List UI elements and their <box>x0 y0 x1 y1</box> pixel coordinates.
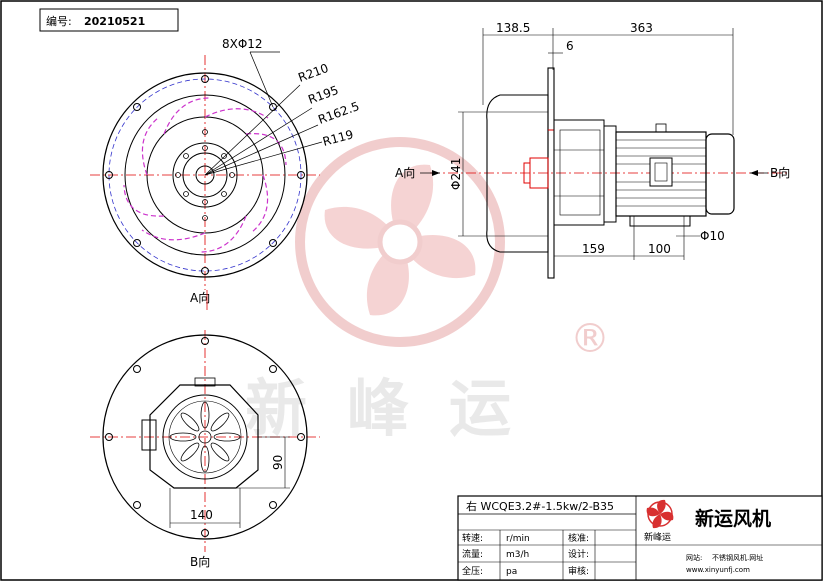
dim-363: 363 <box>630 21 653 35</box>
brand-name: 新运风机 <box>695 507 771 530</box>
side-view-right-label: B向 <box>770 165 790 180</box>
site-label: 网站: <box>686 553 702 562</box>
watermark-text: 新峰运 <box>245 372 551 445</box>
watermark-mark: ® <box>570 316 610 362</box>
row-pressure-label: 全压: <box>462 565 483 577</box>
drawing-code-box: 编号: 20210521 <box>39 8 179 32</box>
dim-dia-241: Φ241 <box>449 158 463 190</box>
model-number: 右 WCQE3.2#-1.5kw/2-B35 <box>466 499 614 513</box>
row-flow-label: 流量: <box>462 548 483 560</box>
radius-r119: R119 <box>321 127 355 149</box>
row-flow-unit: m3/h <box>506 550 529 560</box>
row-pressure-unit: pa <box>506 567 517 577</box>
impeller-blades <box>123 97 287 253</box>
code-label: 编号: <box>46 14 72 28</box>
bolt-hole-callout: 8XΦ12 <box>222 37 263 51</box>
row-design-label: 设计: <box>568 548 589 560</box>
side-view: 138.5 363 6 Φ241 <box>395 21 790 279</box>
logo-text: 新峰运 <box>644 531 671 543</box>
radius-r210: R210 <box>296 61 330 85</box>
rear-view: 90 140 B向 <box>90 330 320 569</box>
dim-90: 90 <box>271 455 285 470</box>
row-approve-label: 核准: <box>568 532 589 544</box>
row-speed-label: 转速: <box>462 532 483 544</box>
dim-138-5: 138.5 <box>496 21 530 35</box>
dim-100: 100 <box>648 242 671 256</box>
dim-159: 159 <box>582 242 605 256</box>
row-speed-unit: r/min <box>506 534 530 544</box>
dim-140: 140 <box>190 508 213 522</box>
dim-6: 6 <box>566 39 574 53</box>
radius-r195: R195 <box>306 83 340 107</box>
row-review-label: 审核: <box>568 565 589 577</box>
brand-logo-icon <box>646 499 674 529</box>
rear-view-label: B向 <box>190 554 210 569</box>
bolt-holes <box>105 75 305 275</box>
radius-r162: R162.5 <box>316 99 361 127</box>
site-name: 不锈钢风机.网址 <box>712 553 763 562</box>
side-view-left-label: A向 <box>395 165 415 180</box>
watermark: ® 新峰运 <box>245 137 610 445</box>
title-block: 右 WCQE3.2#-1.5kw/2-B35 转速: r/min 核准: 流量:… <box>457 495 823 581</box>
front-view-label: A向 <box>190 290 210 305</box>
dim-foot-hole: Φ10 <box>700 229 725 243</box>
site-url: www.xinyunfj.com <box>686 566 750 574</box>
code-value: 20210521 <box>84 15 145 28</box>
